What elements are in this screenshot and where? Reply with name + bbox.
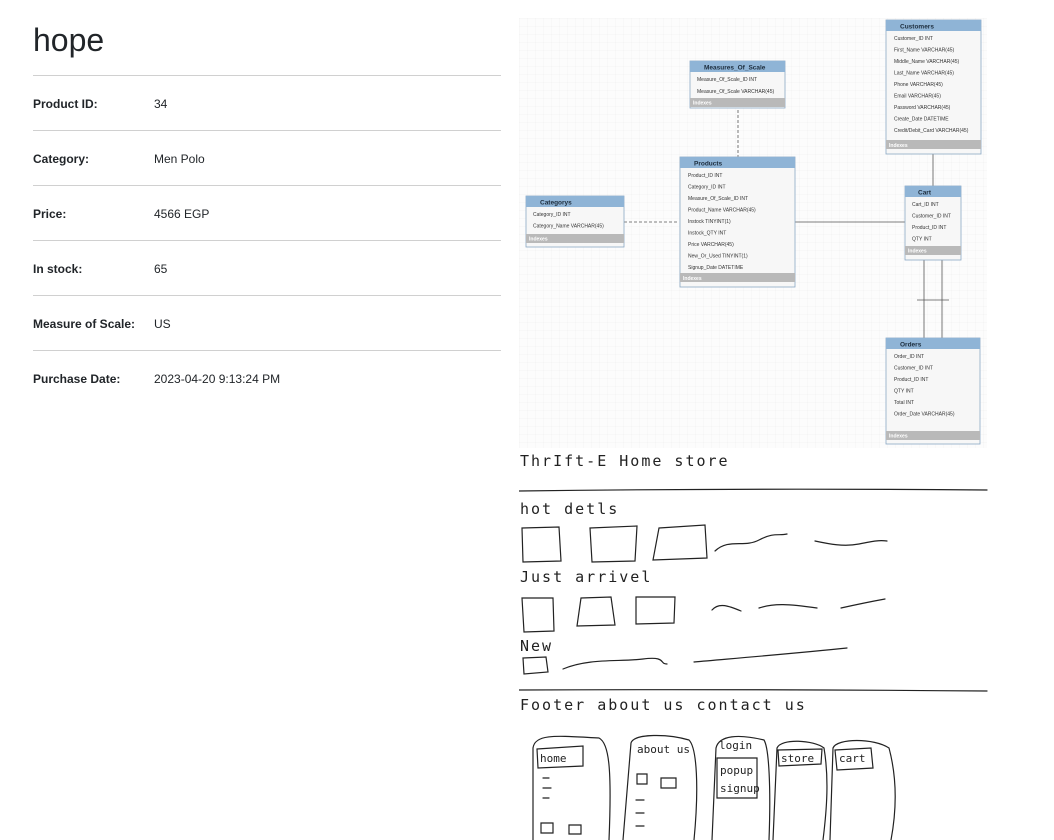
erd-column: Category_ID INT [688, 185, 726, 191]
product-details: Product ID: 34 Category: Men Polo Price:… [33, 75, 501, 405]
erd-column: Order_Date VARCHAR(45) [894, 412, 955, 418]
erd-column: Password VARCHAR(45) [894, 105, 951, 111]
erd-column: Create_Date DATETIME [894, 117, 949, 123]
erd-table-customers: Customers Customer_ID INT First_Name VAR… [885, 19, 982, 155]
erd-column: Category_ID INT [533, 212, 571, 218]
erd-column: Signup_Date DATETIME [688, 265, 744, 271]
erd-column: Order_ID INT [894, 354, 924, 360]
sketch-screen-label: cart [839, 752, 866, 765]
detail-label: Product ID: [33, 97, 98, 111]
erd-indexes-label: Indexes [693, 101, 712, 107]
sketch-screen-label: home [540, 752, 567, 765]
erd-table-title: Orders [900, 342, 922, 349]
detail-label: Price: [33, 207, 67, 221]
detail-row-purchase-date: Purchase Date: 2023-04-20 9:13:24 PM [33, 350, 501, 405]
erd-column: Category_Name VARCHAR(45) [533, 224, 604, 230]
erd-table-orders: Orders Order_ID INT Customer_ID INT Prod… [885, 337, 981, 445]
erd-column: QTY INT [894, 389, 914, 395]
erd-table-categorys: Categorys Category_ID INT Category_Name … [525, 195, 625, 248]
detail-label: Measure of Scale: [33, 317, 136, 331]
wireframe-sketch-image: ThrIft-E Home store hot detls Just arriv… [519, 448, 989, 840]
sketch-hot-details-text: hot detls [520, 500, 619, 518]
erd-column: Measure_Of_Scale_ID INT [697, 77, 757, 83]
sketch-screen-label: about us [637, 743, 690, 756]
erd-column: New_Or_Used TINYINT(1) [688, 254, 748, 260]
erd-diagram-image: Customers Customer_ID INT First_Name VAR… [519, 18, 987, 450]
erd-column: First_Name VARCHAR(45) [894, 48, 955, 54]
erd-table-title: Products [694, 161, 723, 168]
sketch-header-text: ThrIft-E Home store [520, 452, 730, 470]
erd-column: Product_Name VARCHAR(45) [688, 208, 756, 214]
erd-table-title: Measures_Of_Scale [704, 65, 766, 72]
sketch-screen-label: login [719, 739, 752, 752]
detail-row-category: Category: Men Polo [33, 130, 501, 185]
sketch-just-arrived-text: Just arrivel [520, 568, 652, 586]
erd-indexes-label: Indexes [889, 143, 908, 149]
erd-column: Phone VARCHAR(45) [894, 82, 943, 88]
sketch-footer-text: Footer about us contact us [520, 696, 807, 714]
erd-table-title: Categorys [540, 200, 572, 207]
page-title: hope [33, 22, 105, 58]
erd-indexes-label: Indexes [908, 249, 927, 255]
detail-label: Category: [33, 152, 90, 166]
erd-column: Total INT [894, 400, 914, 406]
erd-column: Middle_Name VARCHAR(45) [894, 59, 960, 65]
relationship-lines [624, 110, 949, 338]
erd-column: Email VARCHAR(45) [894, 94, 941, 100]
sketch-new-text: New [520, 637, 553, 655]
erd-column: Product_ID INT [688, 173, 722, 179]
detail-value: 2023-04-20 9:13:24 PM [154, 372, 281, 386]
erd-indexes-label: Indexes [683, 276, 702, 282]
erd-column: Price VARCHAR(45) [688, 242, 734, 248]
sketch-screen-label: popup [720, 764, 753, 777]
detail-row-in-stock: In stock: 65 [33, 240, 501, 295]
detail-value: US [154, 317, 171, 331]
erd-indexes-label: Indexes [529, 237, 548, 243]
erd-column: Last_Name VARCHAR(45) [894, 71, 954, 77]
erd-column: Customer_ID INT [912, 214, 951, 220]
sketch-screen-label: store [781, 752, 814, 765]
erd-column: Measure_Of_Scale VARCHAR(45) [697, 89, 774, 95]
sketch-screen-label: signup [720, 782, 760, 795]
erd-column: Product_ID INT [912, 225, 946, 231]
erd-column: Cart_ID INT [912, 202, 939, 208]
erd-column: Customer_ID INT [894, 36, 933, 42]
erd-table-measures-of-scale: Measures_Of_Scale Measure_Of_Scale_ID IN… [689, 60, 786, 109]
detail-label: Purchase Date: [33, 372, 121, 386]
detail-row-price: Price: 4566 EGP [33, 185, 501, 240]
erd-indexes-label: Indexes [889, 434, 908, 440]
erd-column: Credit/Debit_Card VARCHAR(45) [894, 128, 969, 134]
detail-value: Men Polo [154, 152, 205, 166]
erd-table-title: Customers [900, 24, 934, 31]
erd-table-cart: Cart Cart_ID INT Customer_ID INT Product… [904, 185, 962, 261]
erd-table-title: Cart [918, 190, 932, 197]
erd-table-products: Products Product_ID INT Category_ID INT … [679, 156, 796, 288]
erd-column: Instock TINYINT(1) [688, 219, 731, 225]
detail-row-measure-of-scale: Measure of Scale: US [33, 295, 501, 350]
erd-column: Instock_QTY INT [688, 231, 726, 237]
detail-value: 4566 EGP [154, 207, 210, 221]
detail-label: In stock: [33, 262, 83, 276]
erd-column: Measure_Of_Scale_ID INT [688, 196, 748, 202]
erd-column: QTY INT [912, 237, 932, 243]
erd-column: Customer_ID INT [894, 366, 933, 372]
erd-column: Product_ID INT [894, 377, 928, 383]
detail-value: 65 [154, 262, 168, 276]
detail-row-product-id: Product ID: 34 [33, 75, 501, 130]
detail-value: 34 [154, 97, 168, 111]
